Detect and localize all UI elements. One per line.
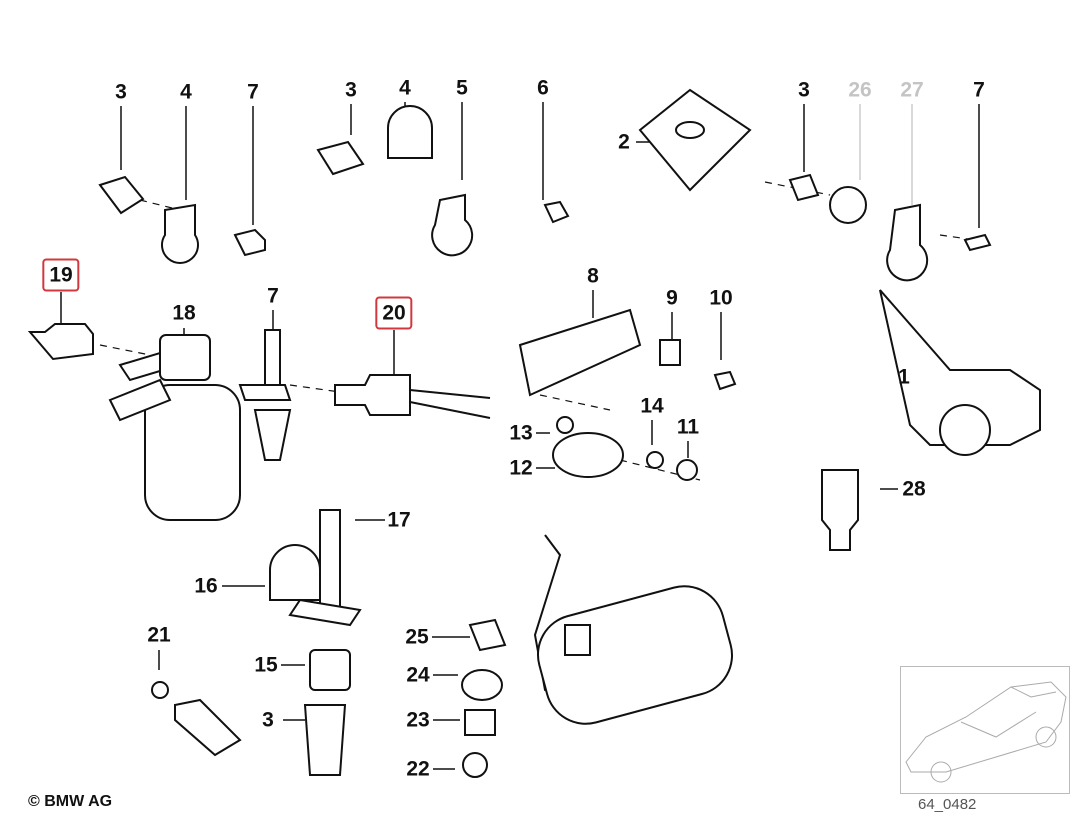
callout-3-plug: 3	[262, 708, 274, 732]
callout-21-seal: 21	[147, 623, 171, 647]
callout-8-bracket: 8	[587, 264, 599, 288]
callout-28-valve-cap: 28	[902, 477, 926, 501]
callout-7-screw: 7	[267, 284, 279, 308]
callout-19-highlighted[interactable]: 19	[42, 258, 80, 292]
callout-23-sleeve: 23	[406, 708, 430, 732]
callout-11-nut: 11	[676, 415, 700, 439]
callout-10-bolt: 10	[709, 286, 733, 310]
vehicle-thumbnail	[900, 666, 1070, 794]
callout-7-screw: 7	[247, 80, 259, 104]
callout-3-plug: 3	[115, 80, 127, 104]
part-shapes	[27, 88, 1041, 778]
diagram-code: 64_0482	[918, 796, 977, 813]
car-outline-icon	[905, 681, 1067, 783]
callout-18-drier: 18	[172, 301, 196, 325]
callout-2-grommet: 2	[618, 130, 630, 154]
callout-20-highlighted[interactable]: 20	[375, 296, 413, 330]
callout-9-nut: 9	[666, 286, 678, 310]
callout-1-expansion-valve: 1	[898, 365, 910, 389]
callout-7-screw: 7	[973, 78, 985, 102]
callout-4-grommet: 4	[399, 76, 411, 100]
callout-26: 26	[848, 78, 872, 102]
callout-4-clamp: 4	[180, 80, 192, 104]
callout-3-plug: 3	[798, 78, 810, 102]
callout-15-spacer: 15	[254, 653, 278, 677]
callout-3-plug: 3	[345, 78, 357, 102]
callout-12-bushing: 12	[509, 456, 533, 480]
callout-14-washer: 14	[640, 394, 664, 418]
callout-25-clip: 25	[405, 625, 429, 649]
callout-6-bolt: 6	[537, 76, 549, 100]
callout-27: 27	[900, 78, 924, 102]
callout-5-clamp: 5	[456, 76, 468, 100]
callout-13-washer: 13	[509, 421, 533, 445]
callout-16-clamp: 16	[194, 574, 218, 598]
leader-lines	[60, 102, 980, 770]
callout-17-screw: 17	[387, 508, 411, 532]
copyright-notice: © BMW AG	[28, 793, 113, 810]
callout-22-bolt: 22	[406, 757, 430, 781]
callout-24-grommet: 24	[406, 663, 430, 687]
